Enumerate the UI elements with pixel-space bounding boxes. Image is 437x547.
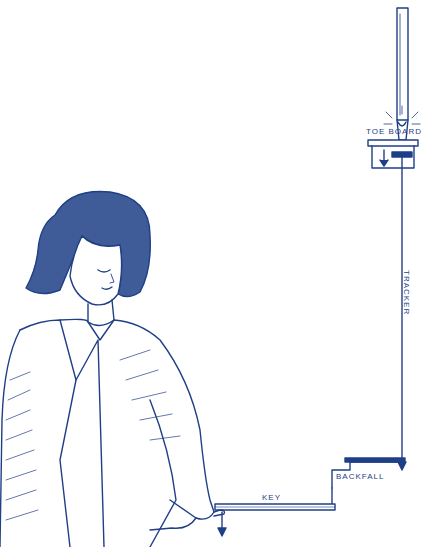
organ-pipe: [384, 8, 420, 140]
part-label: TRACKER: [402, 270, 410, 315]
woman-figure: [0, 191, 225, 547]
backfall-lever: [332, 458, 405, 504]
part-label: KEY: [262, 494, 281, 502]
part-label: BACKFALL: [336, 473, 384, 481]
wind-chest: [368, 140, 418, 168]
part-label: TOE BOARD: [366, 128, 422, 136]
key-lever: [215, 504, 335, 536]
